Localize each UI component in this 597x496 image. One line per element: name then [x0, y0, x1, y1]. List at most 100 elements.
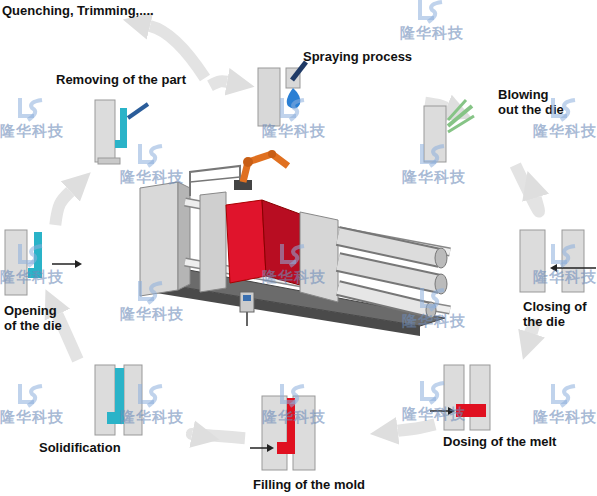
- watermark: 隆华科技: [402, 379, 466, 424]
- filling-sketch: [250, 396, 315, 470]
- watermark-logo: [14, 96, 48, 122]
- filling-sketch: [262, 396, 287, 470]
- dosing-sketch: [470, 365, 490, 430]
- watermark-logo: [547, 242, 581, 268]
- watermark: 隆华科技: [0, 96, 64, 141]
- stage-caption: Solidification: [39, 440, 161, 455]
- die-casting-machine: [140, 182, 178, 296]
- robot-arm: [268, 150, 276, 158]
- blowing-sketch: [448, 100, 466, 120]
- watermark-logo: [414, 0, 448, 24]
- watermark-text: 隆华科技: [533, 408, 597, 426]
- die-casting-machine: [226, 200, 266, 283]
- watermark-logo: [547, 382, 581, 408]
- cycle-arrow: [210, 81, 227, 85]
- watermark-text: 隆华科技: [120, 168, 184, 186]
- removing-sketch: [115, 108, 127, 148]
- spraying-sketch: [258, 62, 306, 126]
- watermark-logo: [416, 379, 450, 405]
- stage-caption: Opening of the die: [4, 303, 72, 333]
- watermark-logo: [134, 382, 168, 408]
- watermark-text: 隆华科技: [533, 268, 597, 286]
- watermark-text: 隆华科技: [402, 312, 466, 330]
- watermark-logo: [430, 383, 444, 403]
- watermark: 隆华科技: [120, 279, 184, 324]
- watermark-logo: [276, 96, 310, 122]
- process-stage: Removing of the part: [50, 70, 210, 170]
- watermark-logo: [148, 146, 162, 166]
- die-casting-machine: [190, 177, 240, 182]
- die-casting-machine: [338, 236, 440, 258]
- watermark-logo: [14, 242, 48, 268]
- watermark-logo: [416, 286, 450, 312]
- watermark-logo: [290, 246, 304, 266]
- removing-sketch: [98, 158, 120, 164]
- quench-arrow: [150, 26, 205, 78]
- watermark: 隆华科技: [402, 142, 466, 187]
- watermark-logo: [561, 386, 575, 406]
- solidification-sketch: [95, 365, 115, 435]
- watermark: 隆华科技: [262, 382, 326, 427]
- watermark-logo: [547, 96, 581, 122]
- watermark-logo: [276, 242, 310, 268]
- watermark-logo: [28, 100, 42, 120]
- die-casting-machine: [240, 292, 254, 312]
- watermark-text: 隆华科技: [120, 305, 184, 323]
- watermark-logo: [430, 146, 444, 166]
- cycle-arrow: [515, 165, 539, 212]
- blowing-sketch: [448, 116, 474, 132]
- watermark-logo: [430, 290, 444, 310]
- watermark-text: 隆华科技: [533, 122, 597, 140]
- heading-note: Quenching, Trimming,....: [2, 3, 154, 18]
- watermark: 隆华科技: [0, 242, 64, 287]
- watermark-logo: [276, 382, 310, 408]
- closing-sketch: [520, 230, 596, 292]
- cycle-arrow: [192, 434, 245, 438]
- die-casting-machine: [243, 295, 251, 301]
- watermark: 隆华科技: [120, 142, 184, 187]
- watermark-logo: [148, 283, 162, 303]
- watermark-logo: [134, 279, 168, 305]
- watermark-text: 隆华科技: [400, 24, 464, 42]
- watermark-text: 隆华科技: [402, 168, 466, 186]
- filling-sketch: [293, 396, 315, 470]
- stage-caption: Spraying process: [303, 49, 423, 64]
- watermark: 隆华科技: [262, 96, 326, 141]
- watermark-text: 隆华科技: [262, 122, 326, 140]
- robot-arm: [243, 154, 288, 182]
- watermark-logo: [561, 100, 575, 120]
- watermark-logo: [561, 246, 575, 266]
- watermark-logo: [148, 386, 162, 406]
- cycle-arrow: [398, 424, 435, 430]
- watermark-logo: [14, 382, 48, 408]
- die-casting-machine: [246, 312, 248, 326]
- die-casting-machine: [338, 262, 440, 284]
- die-casting-machine: [300, 212, 338, 302]
- watermark-logo: [416, 142, 450, 168]
- removing-sketch: [128, 104, 148, 118]
- watermark: 隆华科技: [533, 96, 597, 141]
- watermark-text: 隆华科技: [0, 268, 64, 286]
- die-casting-machine: [338, 288, 430, 310]
- spraying-sketch: [258, 68, 280, 126]
- watermark-text: 隆华科技: [262, 408, 326, 426]
- watermark: 隆华科技: [533, 382, 597, 427]
- watermark-text: 隆华科技: [402, 405, 466, 423]
- die-casting-machine: [338, 288, 430, 310]
- watermark-logo: [428, 2, 442, 22]
- watermark-text: 隆华科技: [120, 408, 184, 426]
- stage-caption: Filling of the mold: [253, 477, 370, 492]
- watermark-logo: [134, 142, 168, 168]
- watermark: 隆华科技: [402, 286, 466, 331]
- watermark-logo: [290, 386, 304, 406]
- stage-caption: Removing of the part: [56, 72, 206, 87]
- watermark: 隆华科技: [400, 0, 464, 43]
- spraying-sketch: [292, 62, 306, 80]
- removing-sketch: [95, 100, 115, 162]
- die-casting-machine: [338, 262, 440, 284]
- die-casting-machine: [338, 236, 440, 258]
- die-casting-machine: [190, 166, 240, 196]
- robot-arm: [243, 157, 253, 167]
- stage-caption: Closing of the die: [523, 299, 595, 329]
- die-casting-machine: [200, 192, 226, 292]
